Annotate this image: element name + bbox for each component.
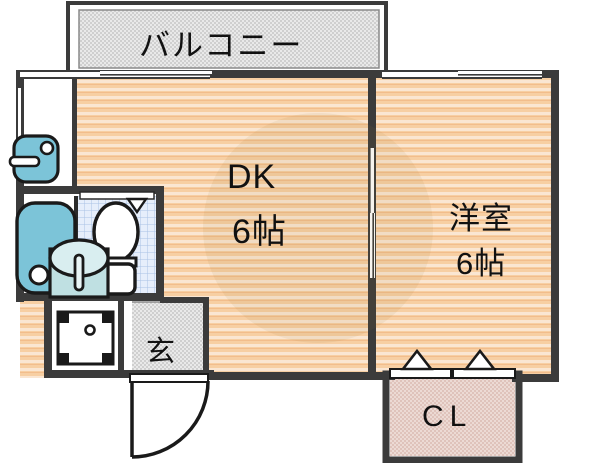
bathroom-door[interactable] bbox=[79, 191, 155, 215]
bedroom-window[interactable] bbox=[382, 70, 542, 79]
label-genkan: 玄 bbox=[146, 336, 177, 368]
interior-sliding-door[interactable] bbox=[369, 148, 376, 278]
label-dk-size: 6帖 bbox=[232, 213, 287, 251]
kitchen-window[interactable] bbox=[16, 88, 23, 173]
label-dk: DK bbox=[227, 158, 277, 196]
genkan-step bbox=[124, 300, 132, 378]
kitchen-sink bbox=[8, 134, 60, 184]
sliding-glass-door[interactable] bbox=[20, 70, 212, 79]
room-balcony bbox=[66, 1, 388, 75]
label-washitsu-size: 6帖 bbox=[456, 246, 507, 281]
closet-folding-doors[interactable] bbox=[389, 348, 516, 379]
watermark-mark bbox=[203, 113, 433, 343]
label-balcony: バルコニー bbox=[139, 28, 304, 63]
building-shell bbox=[20, 73, 555, 378]
vanity-sink bbox=[48, 238, 110, 299]
washing-machine-pan bbox=[56, 310, 115, 366]
entrance-door-swing[interactable] bbox=[129, 373, 210, 459]
label-closet: CL bbox=[422, 400, 473, 433]
label-washitsu: 洋室 bbox=[449, 201, 513, 236]
